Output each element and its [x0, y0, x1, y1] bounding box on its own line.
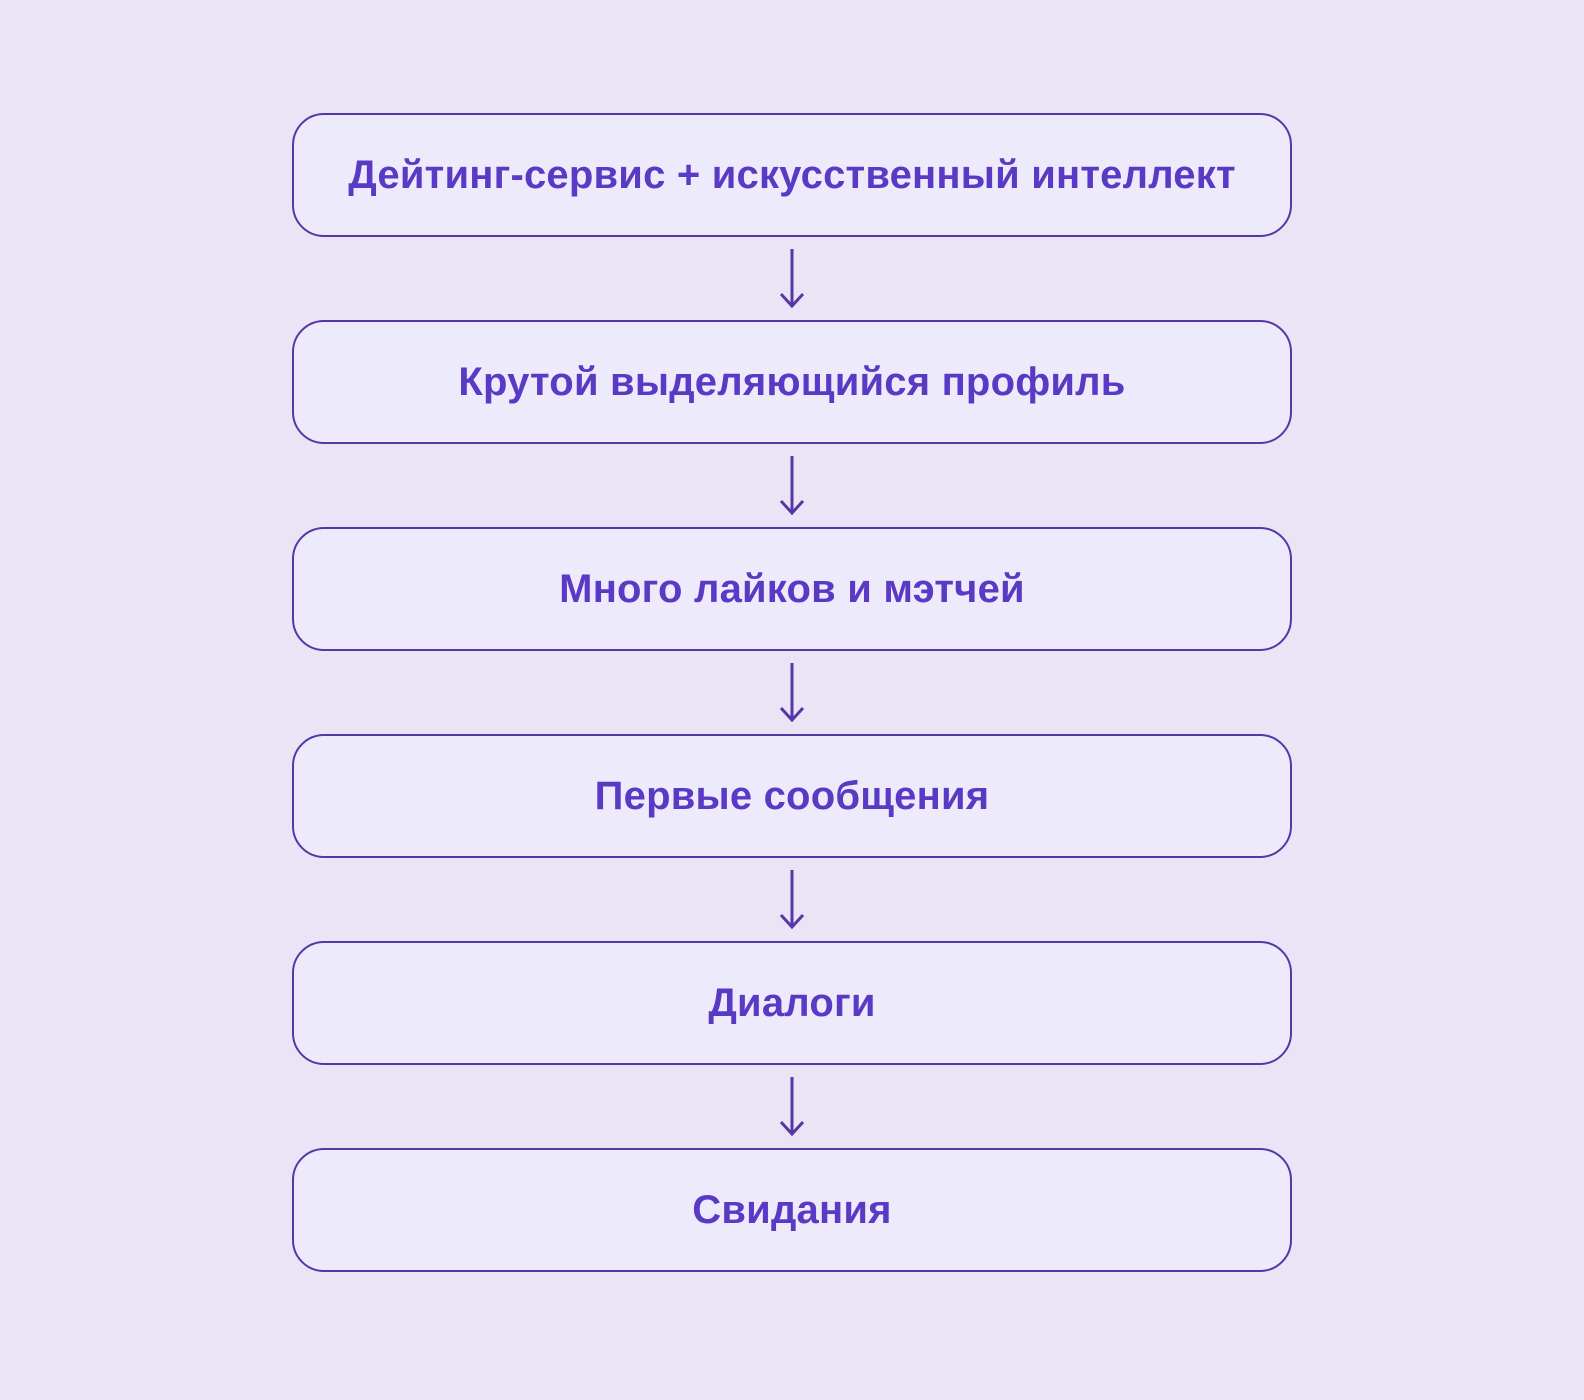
flow-step-4-label: Первые сообщения: [594, 773, 990, 818]
arrow-down-icon: [772, 1065, 812, 1148]
flow-step-6-label: Свидания: [692, 1187, 892, 1232]
flow-step-5: Диалоги: [292, 941, 1292, 1065]
arrow-down-icon: [772, 237, 812, 320]
flow-step-2: Крутой выделяющийся профиль: [292, 320, 1292, 444]
flow-step-5-label: Диалоги: [708, 980, 876, 1025]
flow-step-1-label: Дейтинг-сервис + искусственный интеллект: [348, 152, 1236, 197]
flow-step-4: Первые сообщения: [292, 734, 1292, 858]
flow-step-3-label: Много лайков и мэтчей: [559, 566, 1025, 611]
arrow-down-icon: [772, 444, 812, 527]
flow-step-1: Дейтинг-сервис + искусственный интеллект: [292, 113, 1292, 237]
flow-step-2-label: Крутой выделяющийся профиль: [458, 359, 1126, 404]
arrow-down-icon: [772, 858, 812, 941]
flow-step-6: Свидания: [292, 1148, 1292, 1272]
arrow-down-icon: [772, 651, 812, 734]
flow-step-3: Много лайков и мэтчей: [292, 527, 1292, 651]
